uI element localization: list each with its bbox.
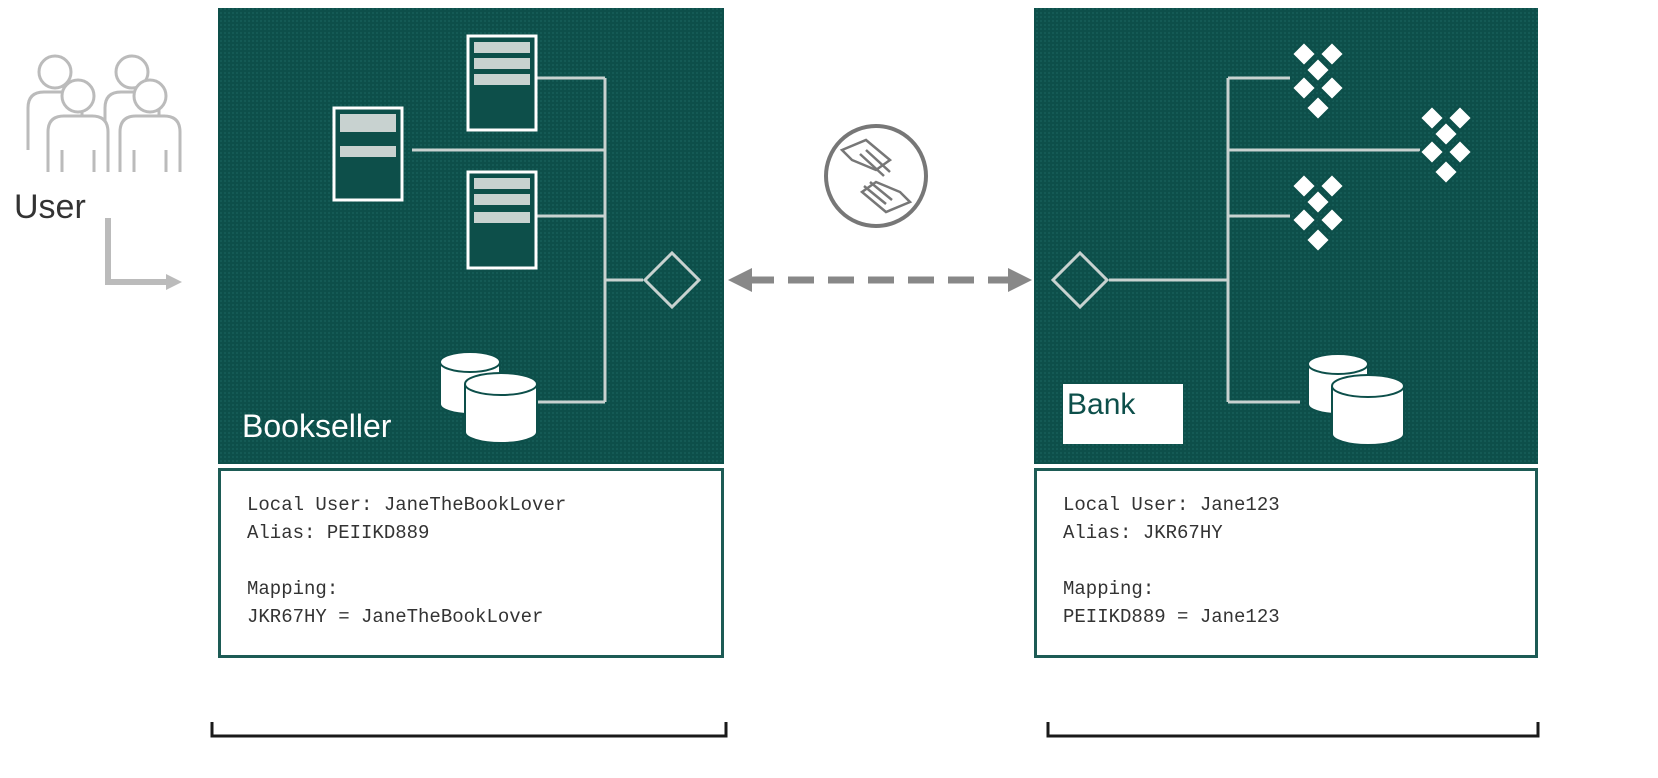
bank-mapping-title: Mapping: bbox=[1063, 578, 1155, 600]
bank-info-box: Local User: Jane123 Alias: JKR67HY Mappi… bbox=[1034, 468, 1538, 658]
bookseller-mapping: JKR67HY = JaneTheBookLover bbox=[247, 606, 544, 628]
bookseller-info-box: Local User: JaneTheBookLover Alias: PEII… bbox=[218, 468, 724, 658]
workflow-icon bbox=[1290, 172, 1346, 254]
bookseller-network bbox=[412, 76, 702, 404]
bookseller-bracket bbox=[210, 722, 728, 738]
bank-local-user: Local User: Jane123 bbox=[1063, 494, 1280, 516]
workflow-icon bbox=[1418, 104, 1474, 186]
trust-arrow bbox=[728, 268, 1032, 292]
bank-bracket bbox=[1046, 722, 1540, 738]
bookseller-mapping-title: Mapping: bbox=[247, 578, 339, 600]
user-arrow bbox=[105, 218, 182, 290]
bookseller-alias: Alias: PEIIKD889 bbox=[247, 522, 430, 544]
bookseller-label: Bookseller bbox=[242, 408, 392, 444]
bank-network bbox=[1050, 76, 1420, 404]
database-icon bbox=[1307, 353, 1405, 446]
bank-label: Bank bbox=[1067, 388, 1136, 421]
server-icon bbox=[332, 106, 404, 202]
database-icon bbox=[439, 351, 538, 444]
bookseller-local-user: Local User: JaneTheBookLover bbox=[247, 494, 567, 516]
bank-label-box bbox=[1063, 384, 1183, 444]
user-label: User bbox=[14, 188, 86, 226]
bank-alias: Alias: JKR67HY bbox=[1063, 522, 1223, 544]
user-group-icon bbox=[26, 54, 182, 172]
handshake-icon bbox=[824, 124, 928, 228]
server-icon bbox=[466, 170, 538, 270]
server-icon bbox=[466, 34, 538, 132]
workflow-icon bbox=[1290, 40, 1346, 122]
bank-mapping: PEIIKD889 = Jane123 bbox=[1063, 606, 1280, 628]
